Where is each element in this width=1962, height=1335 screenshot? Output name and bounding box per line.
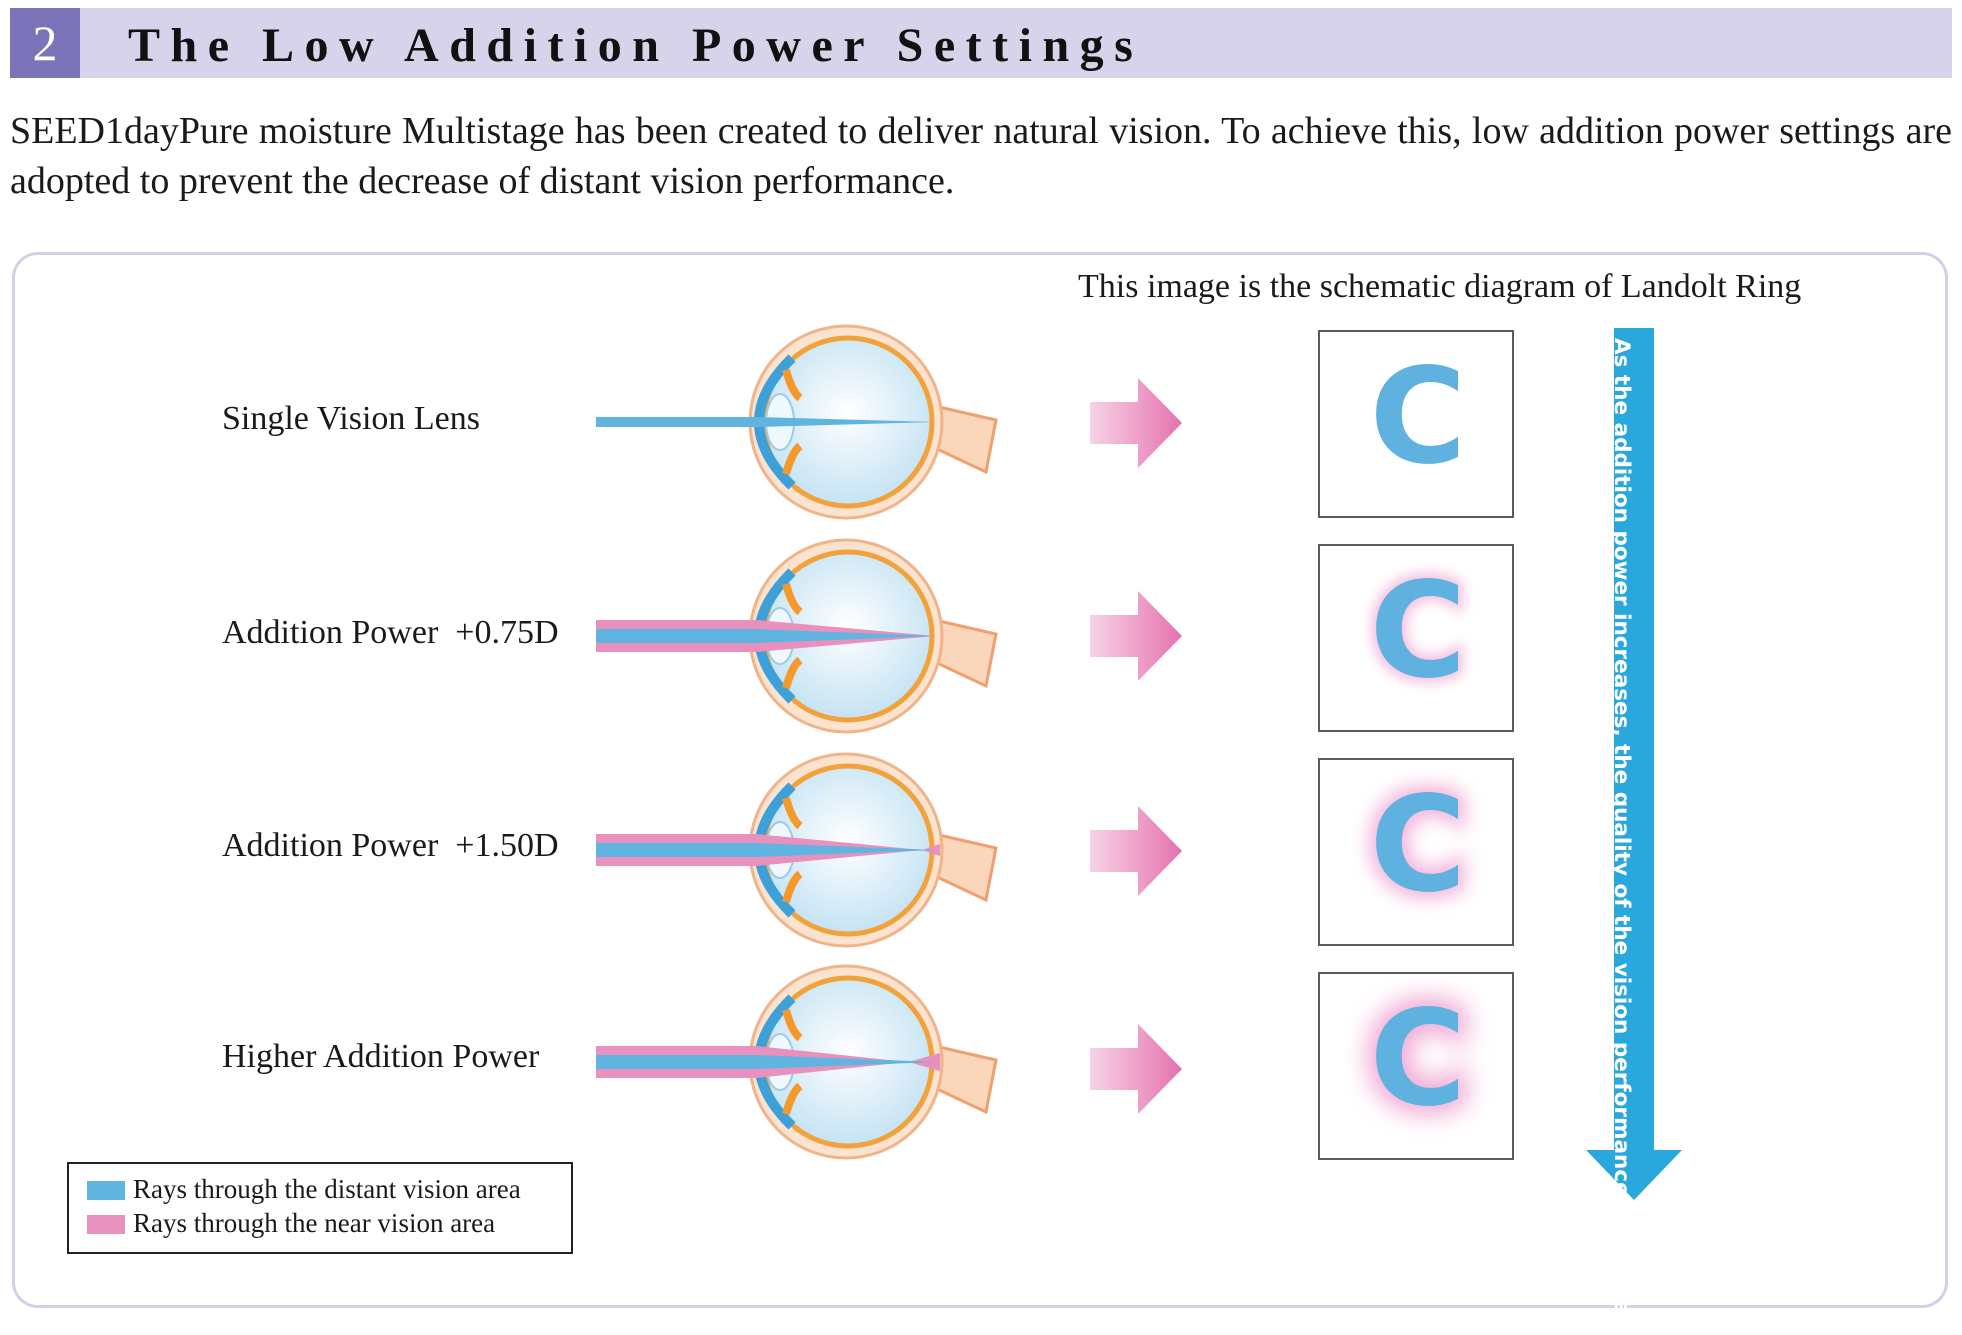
svg-text:C: C bbox=[1370, 554, 1467, 708]
landolt-ring-box-single-vision: C bbox=[1318, 330, 1514, 518]
landolt-ring: C bbox=[1370, 340, 1467, 494]
diagram-caption: This image is the schematic diagram of L… bbox=[1078, 268, 1802, 305]
row-label-add-150: Addition Power +1.50D bbox=[222, 827, 559, 864]
arrow-right-icon bbox=[1090, 591, 1182, 681]
diagram-panel bbox=[12, 252, 1948, 1308]
landolt-ring: C bbox=[1370, 768, 1467, 922]
down-arrow-icon bbox=[1586, 328, 1682, 1200]
section-number: 2 bbox=[10, 8, 80, 78]
eye-illustration-higher-add bbox=[596, 964, 998, 1160]
side-arrow-text: As the addition power increases, the qua… bbox=[1609, 338, 1634, 1335]
arrow-right-icon bbox=[1090, 806, 1182, 896]
svg-text:C: C bbox=[1370, 768, 1467, 922]
legend-label-distant: Rays through the distant vision area bbox=[133, 1174, 521, 1204]
section-header: 2 The Low Addition Power Settings bbox=[10, 8, 1952, 78]
legend: Rays through the distant vision area Ray… bbox=[67, 1162, 573, 1254]
legend-item-distant: Rays through the distant vision area bbox=[87, 1174, 521, 1205]
legend-item-near: Rays through the near vision area bbox=[87, 1208, 495, 1239]
svg-text:C: C bbox=[1370, 982, 1467, 1136]
eye-illustration-add-075 bbox=[596, 538, 998, 734]
row-label-add-075: Addition Power +0.75D bbox=[222, 614, 559, 651]
eye-illustration-add-150 bbox=[596, 752, 998, 948]
landolt-ring: C bbox=[1370, 982, 1467, 1136]
intro-paragraph: SEED1dayPure moisture Multistage has bee… bbox=[10, 110, 1952, 202]
legend-label-near: Rays through the near vision area bbox=[133, 1208, 496, 1238]
section-title: The Low Addition Power Settings bbox=[128, 19, 1144, 72]
row-label-single-vision: Single Vision Lens bbox=[222, 400, 481, 437]
row-label-higher-add: Higher Addition Power bbox=[222, 1038, 540, 1075]
near-swatch bbox=[87, 1215, 125, 1234]
arrow-right-icon bbox=[1090, 378, 1182, 468]
landolt-ring: C bbox=[1370, 554, 1467, 708]
arrow-right-icon bbox=[1090, 1024, 1182, 1114]
distant-swatch bbox=[87, 1181, 125, 1200]
eye-illustration-single-vision bbox=[596, 324, 998, 520]
